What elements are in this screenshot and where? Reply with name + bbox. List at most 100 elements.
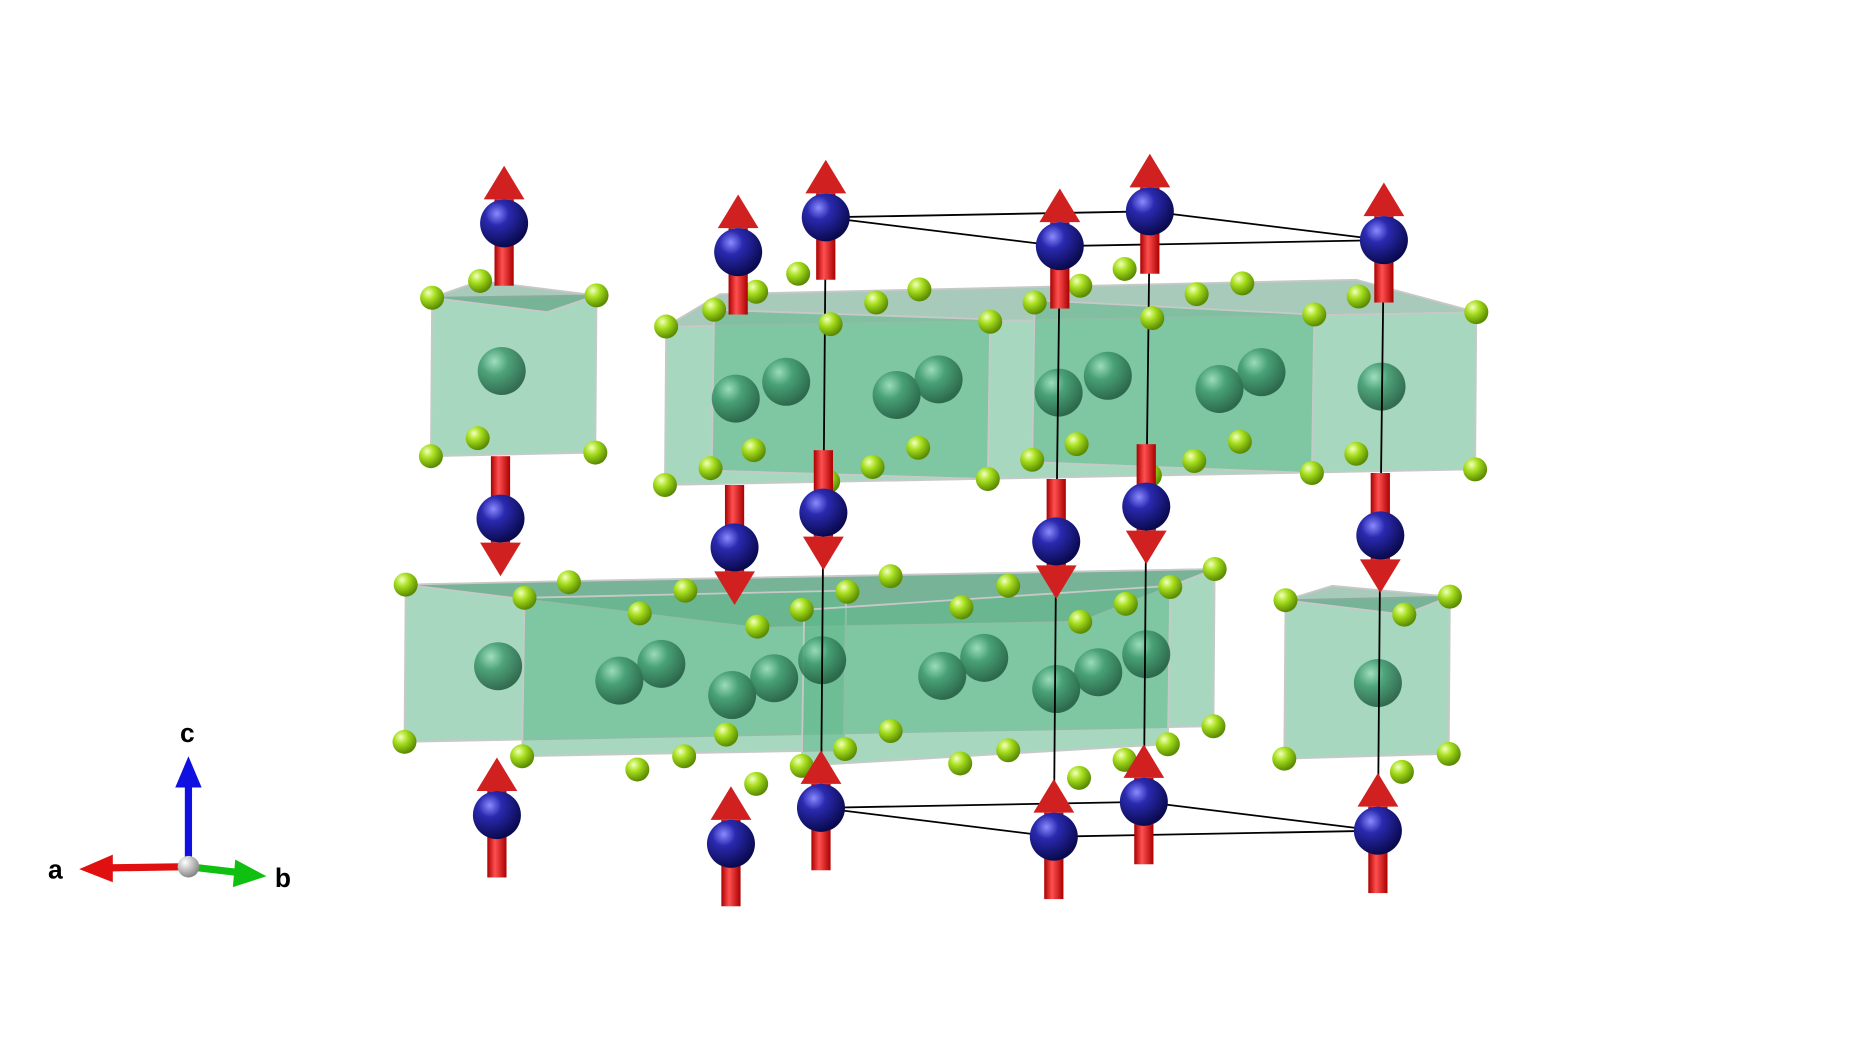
spin-up-site xyxy=(1125,153,1174,274)
center-atom xyxy=(914,355,963,404)
spin-up-site xyxy=(472,757,521,878)
axis-origin xyxy=(177,855,200,878)
spin-arrow-head xyxy=(480,542,521,577)
corner-atom xyxy=(625,757,650,782)
spin-up-site xyxy=(1359,182,1408,303)
spin-arrow-head xyxy=(1125,530,1167,565)
axis-indicator: c a b xyxy=(48,718,291,893)
corner-atom xyxy=(818,312,843,337)
corner-atom xyxy=(978,309,1003,334)
corner-atom xyxy=(392,729,417,754)
corner-atom xyxy=(1022,290,1047,315)
corner-atom xyxy=(1344,441,1369,466)
bond-line xyxy=(825,210,1150,219)
corner-atom xyxy=(906,435,931,460)
corner-atom xyxy=(878,719,903,744)
corner-atom xyxy=(1230,271,1255,296)
spin-atom xyxy=(1359,216,1408,265)
corner-atom xyxy=(789,753,814,778)
corner-atom xyxy=(1064,432,1089,457)
spin-up-site xyxy=(1353,773,1402,894)
bond-line xyxy=(820,806,1054,838)
corner-atom xyxy=(1299,460,1324,485)
spin-arrow-head xyxy=(805,159,847,194)
bond-line xyxy=(825,216,1060,248)
spin-arrow-head xyxy=(1357,773,1399,807)
corner-atom xyxy=(584,283,609,308)
center-atom xyxy=(1083,351,1132,400)
spin-down-site xyxy=(710,484,759,606)
bond-line xyxy=(1053,829,1378,838)
corner-atom xyxy=(1437,584,1462,609)
corner-atom xyxy=(786,261,811,286)
spin-atom xyxy=(1356,511,1405,560)
spin-atom xyxy=(1122,482,1171,531)
corner-atom xyxy=(652,472,677,497)
corner-atom xyxy=(878,564,903,589)
center-atom xyxy=(750,654,799,703)
spin-arrow-head xyxy=(1033,779,1075,813)
spin-up-site xyxy=(1029,779,1078,900)
center-atom xyxy=(1237,348,1286,397)
corner-atom xyxy=(741,438,766,463)
corner-atom xyxy=(745,614,770,639)
center-atom xyxy=(1074,648,1123,697)
corner-atom xyxy=(789,597,814,622)
corner-atom xyxy=(1155,732,1180,757)
corner-atom xyxy=(1158,575,1183,600)
bond-line xyxy=(820,800,1144,809)
corner-atom xyxy=(1184,282,1209,307)
spin-atom xyxy=(1035,222,1084,271)
corner-atom xyxy=(583,440,608,465)
spin-atom xyxy=(472,791,521,840)
c-axis-label: c xyxy=(180,718,195,748)
corner-atom xyxy=(1020,447,1045,472)
spin-arrow-head xyxy=(483,165,525,200)
spin-down-site xyxy=(476,456,525,577)
corner-atom xyxy=(698,456,723,481)
b-axis-label: b xyxy=(275,863,291,893)
spin-atom xyxy=(710,523,759,572)
a-axis-arrowhead xyxy=(79,854,113,883)
center-atom xyxy=(1195,364,1244,413)
corner-atom xyxy=(654,314,679,339)
corner-atom xyxy=(1113,591,1138,616)
spin-atom xyxy=(1119,777,1168,826)
spin-down-site xyxy=(799,450,848,571)
spin-arrow-head xyxy=(1035,565,1077,600)
center-atom xyxy=(872,370,921,419)
corner-atom xyxy=(468,268,493,293)
corner-atom xyxy=(512,585,537,610)
spin-up-site xyxy=(1119,744,1168,865)
corner-atom xyxy=(996,738,1021,763)
corner-atom xyxy=(1346,284,1371,309)
center-atom xyxy=(1122,630,1171,679)
spin-arrow-head xyxy=(800,750,842,784)
spin-atom xyxy=(1032,517,1081,566)
spin-atom xyxy=(1029,812,1078,861)
corner-atoms xyxy=(392,256,1489,796)
corner-atom xyxy=(1464,300,1489,325)
spin-atoms xyxy=(472,153,1408,907)
spin-arrow-head xyxy=(1359,559,1401,594)
corner-atom xyxy=(996,573,1021,598)
b-axis-arrowhead xyxy=(232,859,267,888)
corner-atom xyxy=(1112,256,1137,281)
corner-atom xyxy=(744,771,769,796)
center-atom xyxy=(1032,665,1081,714)
spin-down-site xyxy=(1032,478,1081,600)
spin-atom xyxy=(799,488,848,537)
corner-atom xyxy=(907,277,932,302)
c-axis-arrowhead xyxy=(175,756,202,788)
spin-up-site xyxy=(1035,188,1084,309)
spin-atom xyxy=(796,783,845,832)
corner-atom xyxy=(1227,429,1252,454)
corner-atom xyxy=(1302,302,1327,327)
center-atom xyxy=(595,656,644,705)
spin-atom xyxy=(480,199,529,248)
corner-atom xyxy=(1272,746,1297,771)
corner-atom xyxy=(1067,765,1092,790)
center-atom xyxy=(711,374,760,423)
corner-atom xyxy=(1202,557,1227,582)
